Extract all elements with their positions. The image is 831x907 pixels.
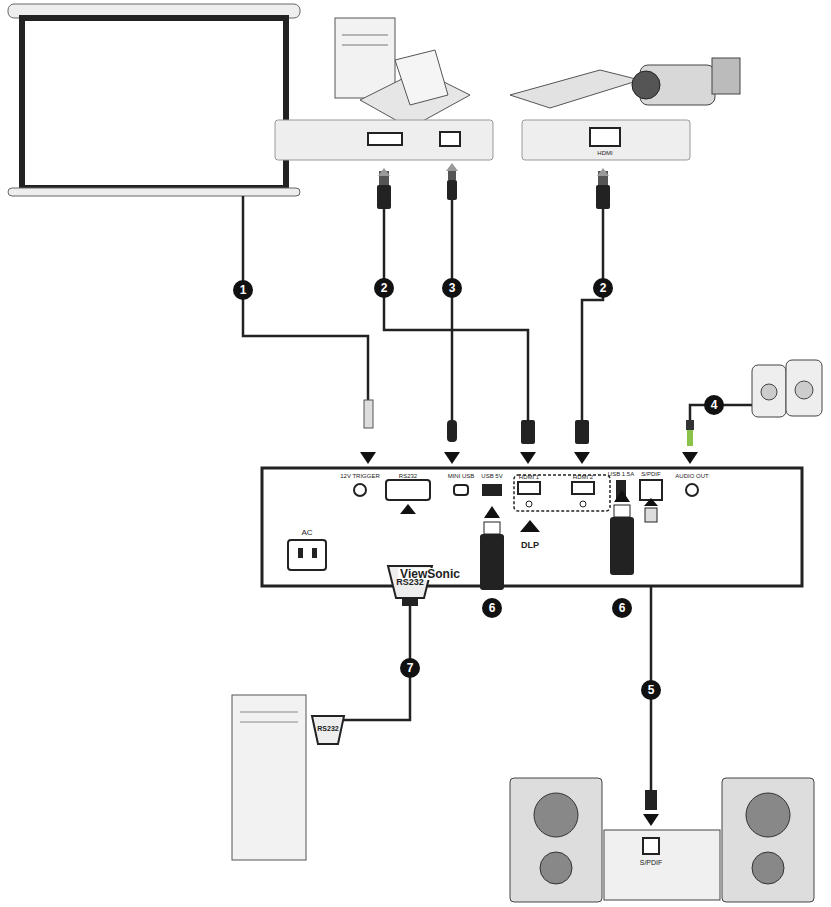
logo-text: DLP [521, 541, 539, 550]
callout-number: 2 [381, 282, 388, 294]
connector-label: RS232 [396, 578, 424, 587]
callout-number: 3 [449, 282, 456, 294]
port-label: HDMI [597, 150, 612, 156]
callout-number: 4 [711, 399, 718, 411]
port-label: HDMI 1 [519, 474, 539, 480]
callout-number: 1 [240, 284, 247, 296]
callout-number: 5 [648, 684, 655, 696]
port-label: S/PDIF [641, 471, 660, 477]
port-label: AUDIO OUT [675, 473, 708, 479]
callout-number: 2 [600, 282, 607, 294]
port-label: AC [301, 529, 312, 537]
port-label: MINI USB [448, 473, 475, 479]
port-label: USB 5V [481, 473, 502, 479]
port-label: 12V TRIGGER [340, 473, 380, 479]
port-label: RS232 [399, 473, 417, 479]
port-label: USB 1.5A [608, 471, 634, 477]
port-label: S/PDIF [640, 859, 663, 866]
callout-number: 6 [619, 602, 626, 614]
callout-number: 6 [489, 602, 496, 614]
callout-number: 7 [407, 662, 414, 674]
connector-label: RS232 [317, 725, 338, 732]
port-label: HDMI 2 [573, 474, 593, 480]
